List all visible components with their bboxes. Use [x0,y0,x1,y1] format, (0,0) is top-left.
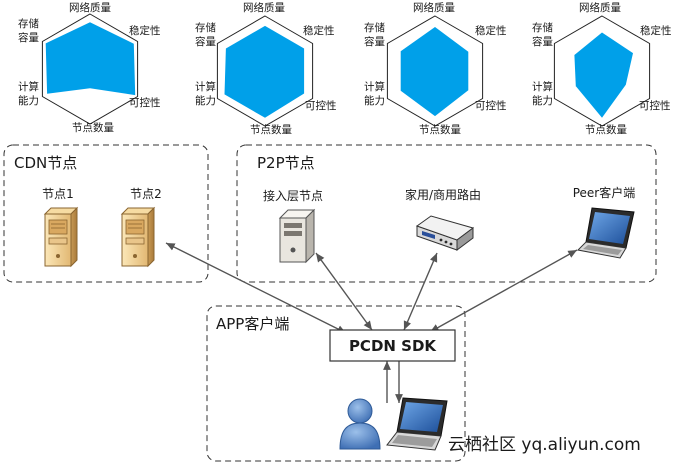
radar-axis-label-controllability: 可控性 [639,99,671,112]
radar-axis-label-compute-line1: 计算 [18,80,39,93]
radar-axis-label-controllability: 可控性 [475,99,507,112]
radar-axis-label-compute-line2: 能力 [195,94,216,107]
radar-axis-label-storage-line2: 容量 [532,35,553,48]
arrow-sdk-to-router [403,252,438,331]
app-group-title: APP客户端 [216,315,289,333]
radar-axis-label-storage-line1: 存储 [18,17,39,30]
cdn-node-1-label: 节点1 [42,187,74,201]
radar-chart-2: 网络质量 稳定性 可控性 节点数量 计算 能力 存储 容量 [195,1,337,136]
radar-axis-label-network-quality: 网络质量 [69,1,111,14]
radar-axis-label-network-quality: 网络质量 [413,1,455,14]
access-layer-node: 接入层节点 [263,188,323,264]
connections [165,242,578,403]
radar-axis-label-stability: 稳定性 [303,24,335,37]
radar-axis-label-compute-line2: 能力 [364,94,385,107]
radar-chart-3: 网络质量 稳定性 可控性 节点数量 计算 能力 存储 容量 [364,1,507,136]
p2p-group-box [236,144,657,283]
radar-chart-1: 网络质量 稳定性 可控性 节点数量 计算 能力 存储 容量 [18,1,161,134]
arrow-sdk-to-peer-client [429,249,578,333]
radar-axis-label-node-count: 节点数量 [585,123,627,136]
server-icon [120,206,156,268]
radar-axis-label-controllability: 可控性 [305,99,337,112]
radar-axis-label-compute-line1: 计算 [195,80,216,93]
radar-axis-label-compute-line2: 能力 [18,94,39,107]
radar-axis-label-storage-line1: 存储 [195,21,216,34]
radar-area [400,27,469,117]
server-icon [43,206,79,268]
cdn-group-box [3,144,209,283]
pcdn-sdk-label: PCDN SDK [349,337,437,355]
radar-chart-4: 网络质量 稳定性 可控性 节点数量 计算 能力 存储 容量 [532,1,672,136]
home-business-router: 家用/商用路由 [405,187,481,251]
radar-axis-label-stability: 稳定性 [640,24,672,37]
radar-area [224,25,305,118]
arrow-sdk-to-access-node [315,252,373,331]
radar-axis-label-stability: 稳定性 [475,24,507,37]
radar-axis-label-compute-line1: 计算 [532,80,553,93]
radar-axis-label-storage-line1: 存储 [364,21,385,34]
radar-area [45,22,136,96]
desktop-tower-icon [278,208,316,264]
cdn-node-2: 节点2 [120,187,162,268]
radar-area [574,32,633,118]
radar-axis-label-compute-line1: 计算 [364,80,385,93]
peer-client-label: Peer客户端 [573,185,636,200]
user-icon [339,398,381,450]
radar-axis-label-network-quality: 网络质量 [579,1,621,14]
access-layer-node-label: 接入层节点 [263,188,323,203]
radar-axis-label-storage-line2: 容量 [364,35,385,48]
router-icon [415,215,475,251]
p2p-group-title: P2P节点 [257,154,315,172]
radar-axis-label-storage-line2: 容量 [18,31,39,44]
radar-axis-label-node-count: 节点数量 [72,121,114,134]
watermark: 云栖社区 yq.aliyun.com [448,435,641,455]
radar-axis-label-node-count: 节点数量 [419,123,461,136]
cdn-group-title: CDN节点 [14,154,77,172]
peer-client: Peer客户端 [573,185,636,259]
pcdn-sdk-box: PCDN SDK [329,329,456,362]
radar-axis-label-controllability: 可控性 [129,96,161,109]
radar-axis-label-storage-line2: 容量 [195,35,216,48]
cdn-node-2-label: 节点2 [130,187,162,201]
radar-axis-label-storage-line1: 存储 [532,21,553,34]
radar-axis-label-compute-line2: 能力 [532,94,553,107]
laptop-icon [386,397,448,451]
radar-axis-label-network-quality: 网络质量 [243,1,285,14]
cdn-node-1: 节点1 [42,187,79,268]
radar-axis-label-stability: 稳定性 [129,24,161,37]
home-business-router-label: 家用/商用路由 [405,187,481,202]
radar-axis-label-node-count: 节点数量 [250,123,292,136]
laptop-icon [576,207,635,259]
